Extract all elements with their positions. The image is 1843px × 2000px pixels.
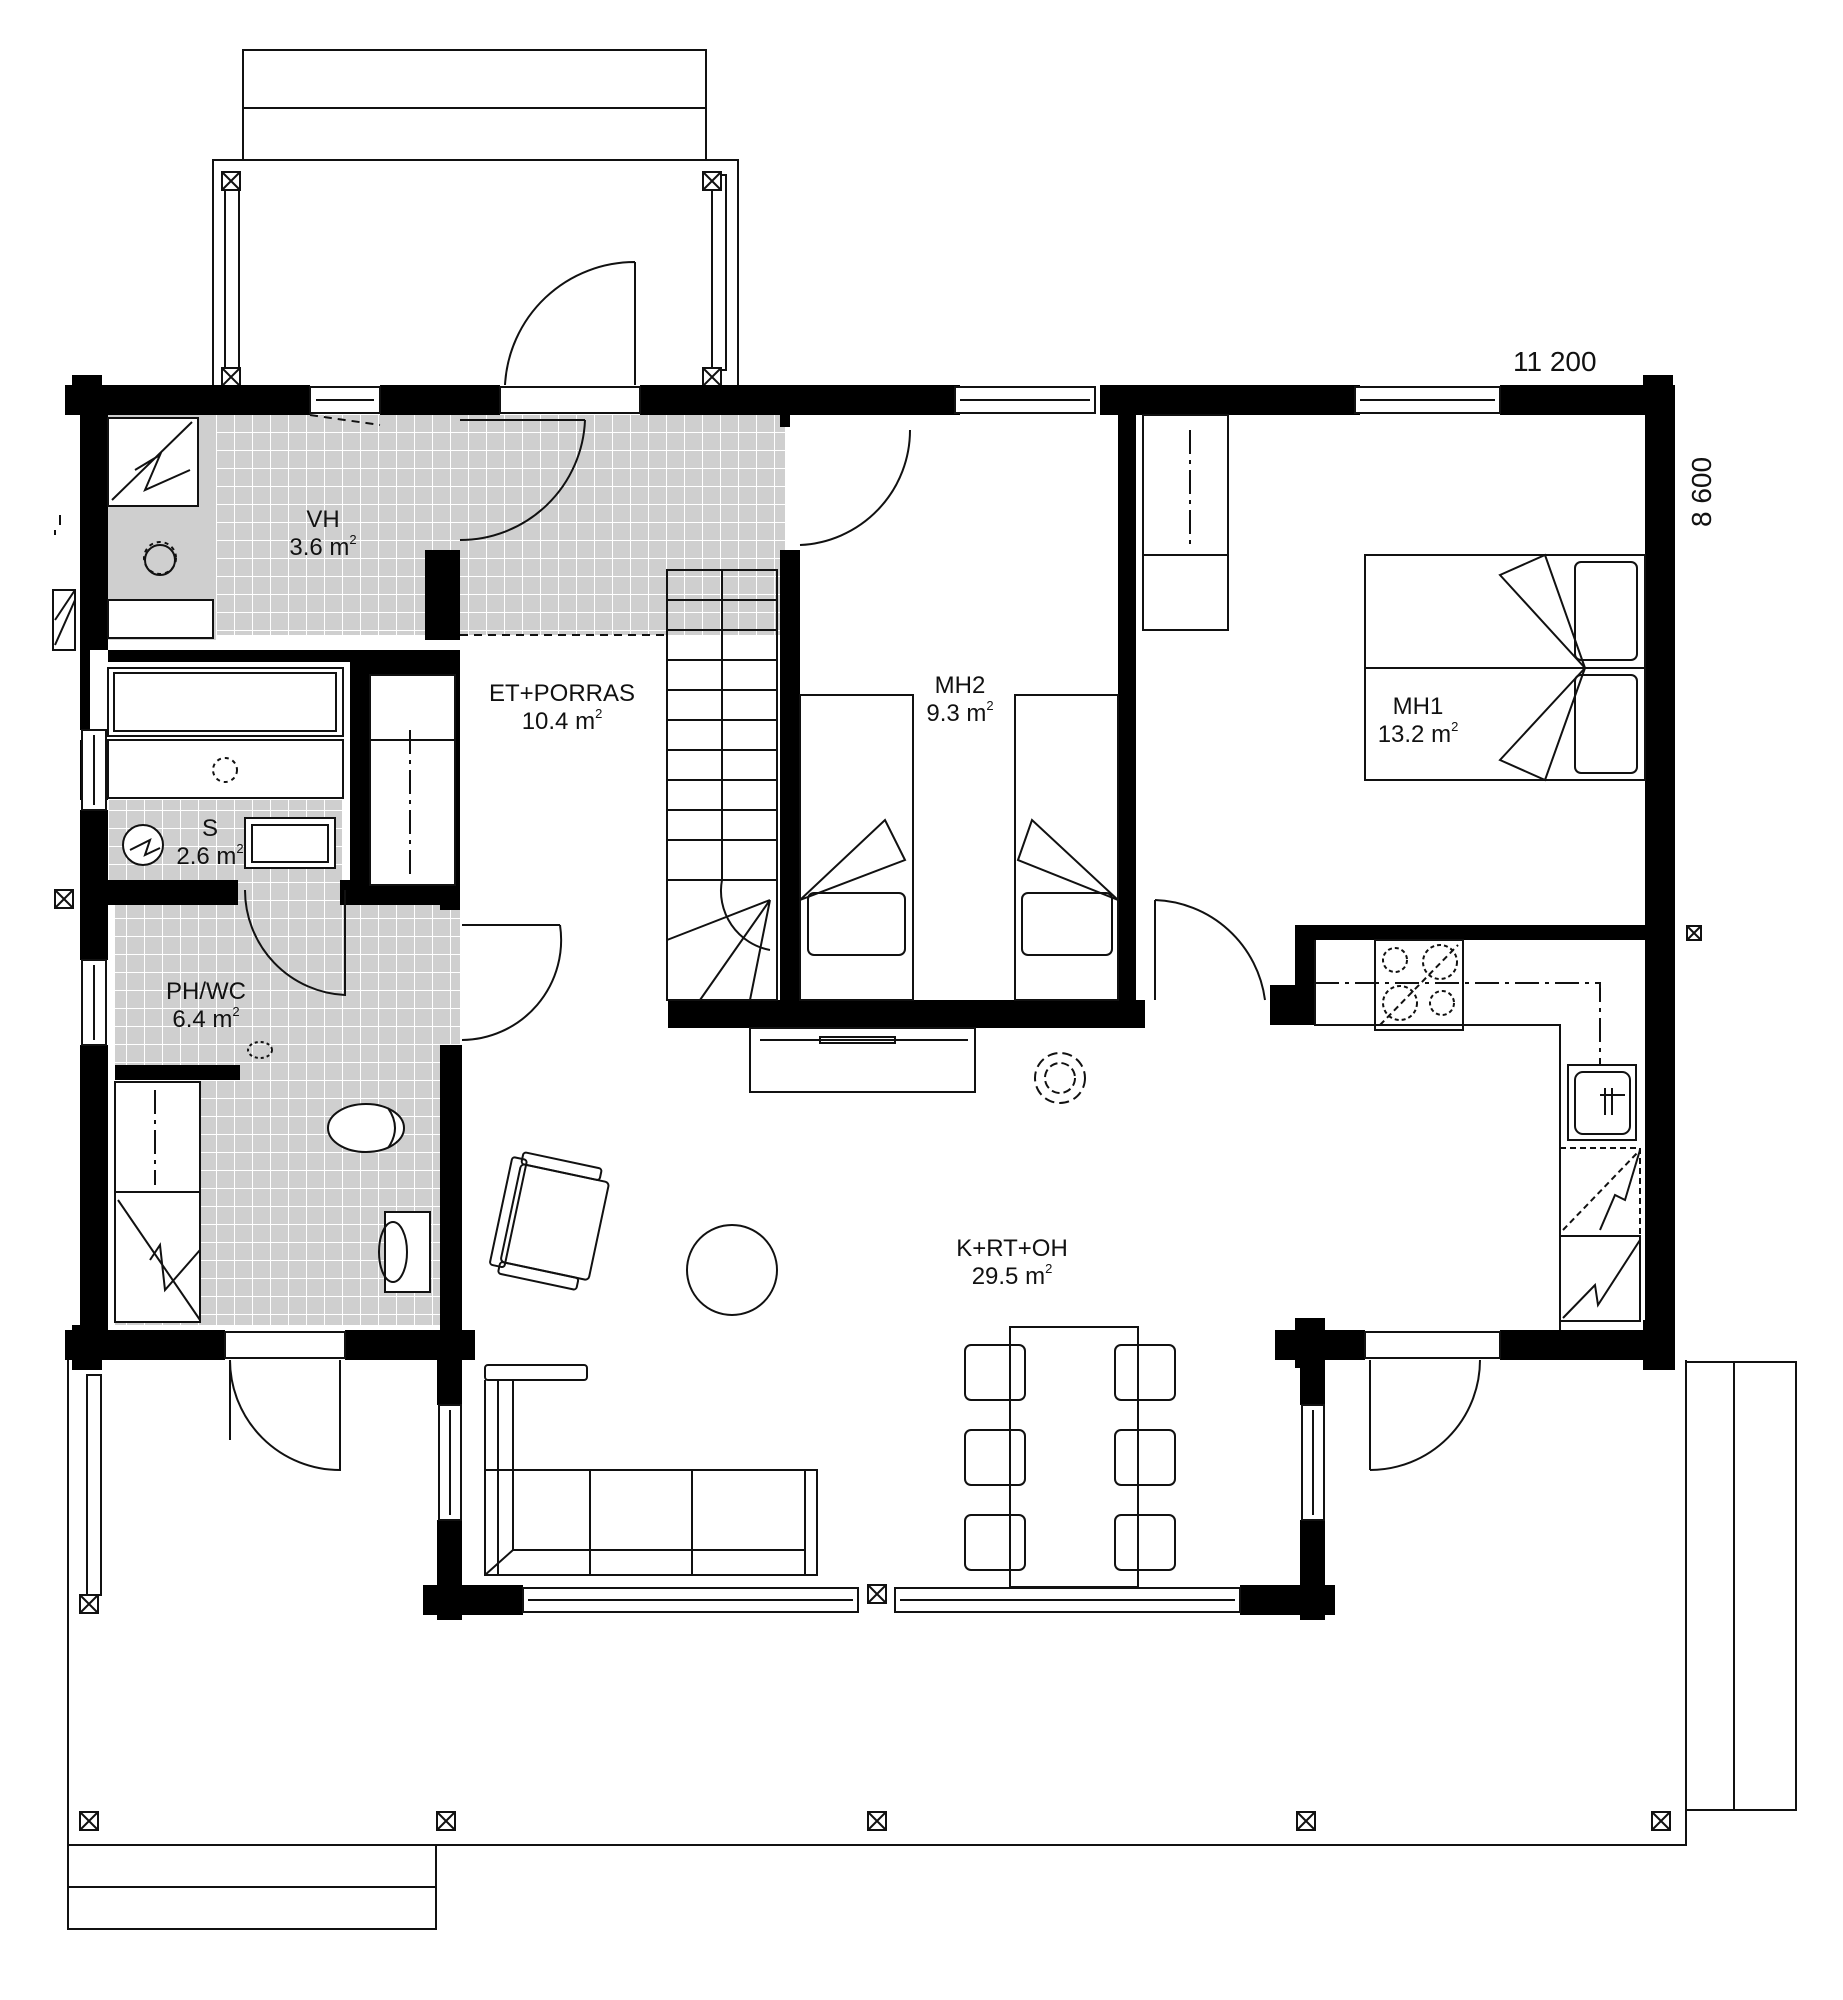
room-name: S [201,815,219,842]
wet-room-fixtures [52,417,456,1323]
room-area: 3.6 m2 [289,532,357,561]
room-label-et-porras: ET+PORRAS 10.4 m2 [489,680,635,736]
mh1-door [1154,899,1266,1001]
room-label-mh2: MH2 9.3 m2 [926,672,993,728]
room-name: K+RT+OH [956,1235,1068,1262]
right-exterior-door [1369,1359,1481,1471]
kitchen [1034,939,1641,1330]
room-label-vh: VH 3.6 m2 [289,506,356,562]
vh-floor [215,415,785,635]
bottom-left-steps-lower [67,1886,437,1930]
mh2-furniture [749,694,1119,1093]
room-label-ph-wc: PH/WC 6.4 m2 [166,978,246,1034]
room-label-s: S 2.6 m2 [176,815,243,871]
room-area: 9.3 m2 [926,698,994,727]
posts [54,171,1702,1831]
dimension-width: 11 200 [1513,346,1597,377]
room-area: 2.6 m2 [176,841,244,870]
sauna-door [243,889,346,997]
dimension-depth: 8 600 [1686,456,1717,527]
windows [81,386,1501,1613]
right-steps-inner [1685,1361,1735,1811]
top-steps-lower [242,107,707,161]
room-label-k-rt-oh: K+RT+OH 29.5 m2 [956,1235,1068,1291]
room-name: VH [306,506,340,533]
exterior-structures [67,49,1797,1930]
room-area: 6.4 m2 [172,1004,240,1033]
et-door [461,924,563,1041]
top-steps-upper [242,49,707,109]
room-name: ET+PORRAS [488,680,636,707]
room-name: MH1 [1392,693,1444,720]
room-area: 13.2 m2 [1377,719,1459,748]
right-steps-outer [1733,1361,1797,1811]
top-porch-outline [212,159,739,385]
phwc-exterior-door [229,1359,341,1472]
room-name: MH2 [934,672,986,699]
room-name: PH/WC [166,978,246,1005]
room-area: 10.4 m2 [521,706,603,735]
vh-window-swing [309,414,381,426]
entry-door [504,260,636,386]
stairs [666,569,778,1001]
room-area: 29.5 m2 [971,1261,1053,1290]
bottom-left-steps-upper [67,1844,437,1888]
walls [65,375,1675,1620]
mh2-door [799,429,912,546]
living-furniture [484,1151,1176,1588]
room-label-mh1: MH1 13.2 m2 [1378,693,1459,749]
mh1-furniture [1142,414,1646,782]
vh-door [459,419,586,542]
